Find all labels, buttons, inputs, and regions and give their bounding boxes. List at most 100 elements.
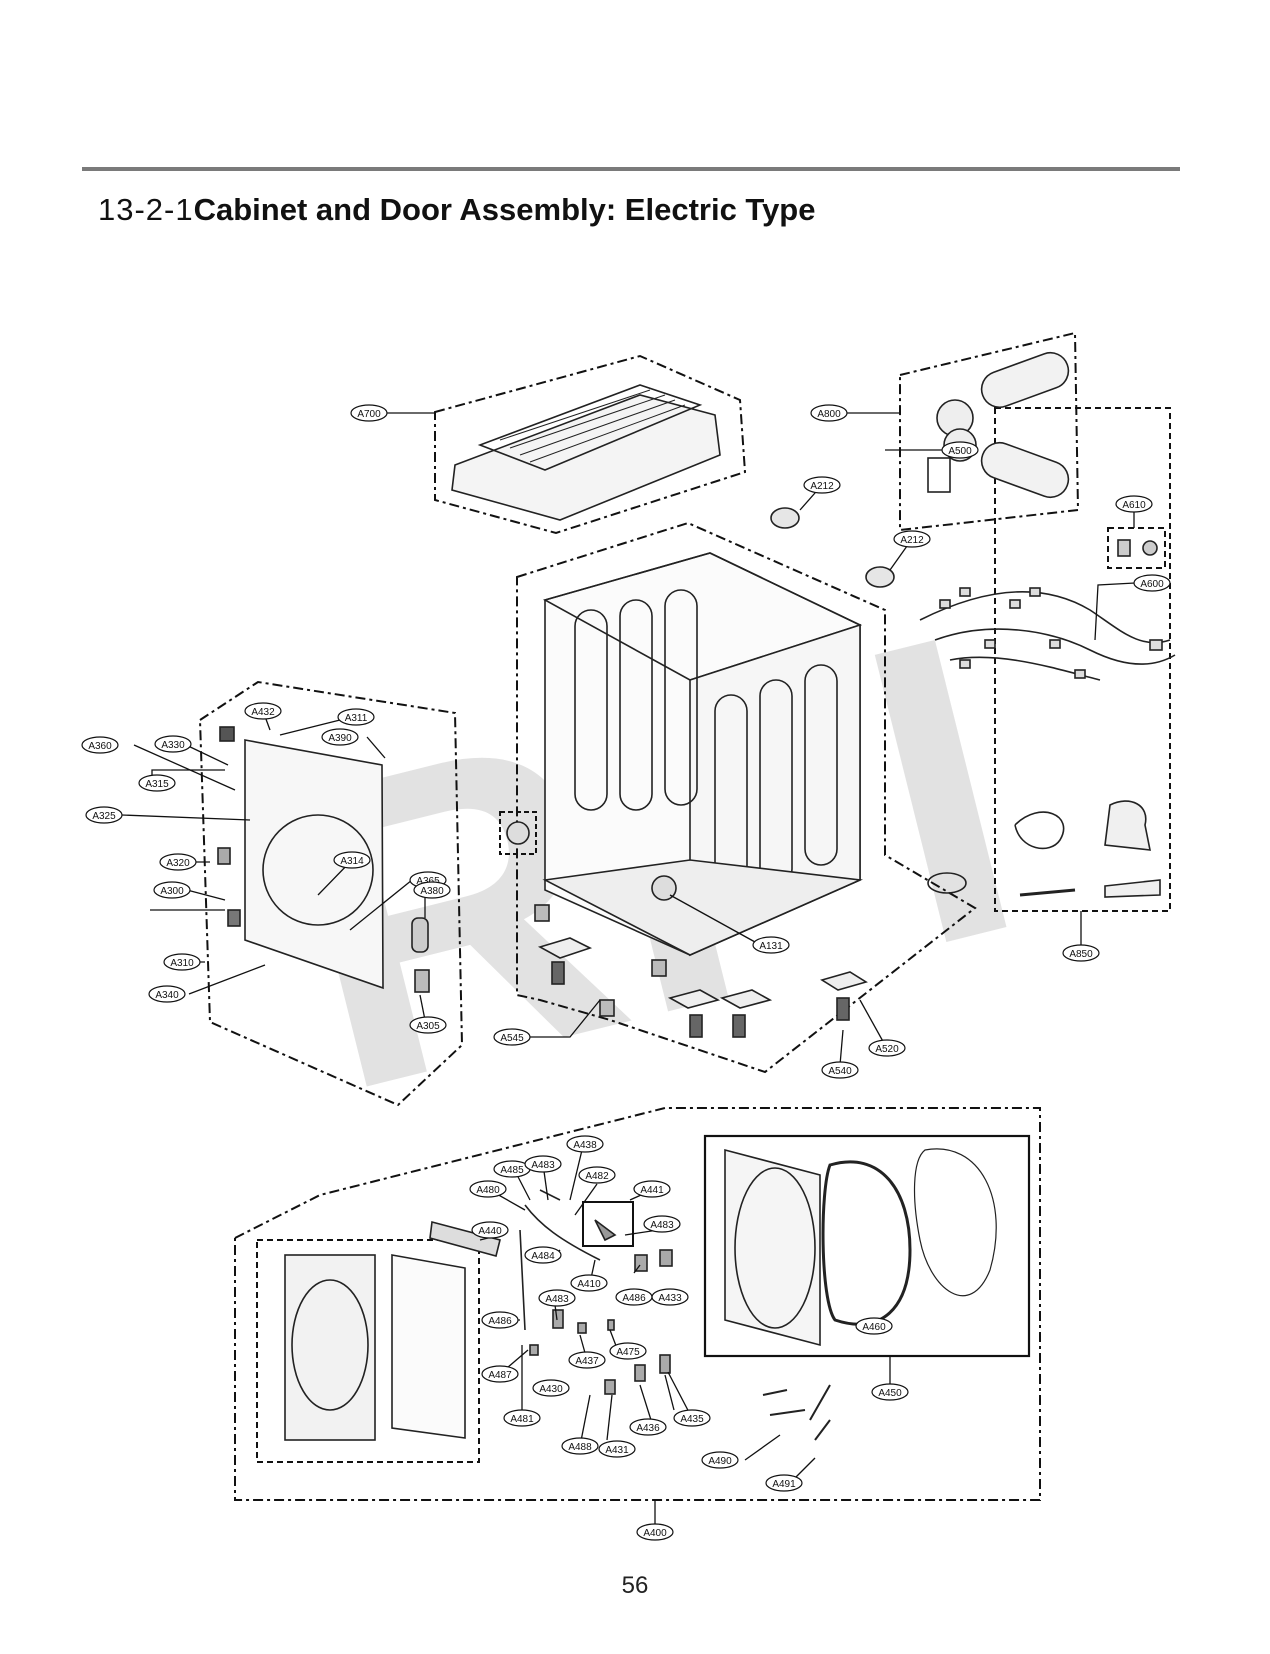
- callout-a325: A325: [85, 806, 123, 824]
- callout-a305: A305: [409, 1016, 447, 1034]
- foot-brackets: [537, 937, 868, 1009]
- callout-a491: A491: [765, 1474, 803, 1492]
- callout-a500: A500: [941, 441, 979, 459]
- motor-clip-1: [770, 507, 800, 529]
- callout-a483-low: A483: [538, 1289, 576, 1307]
- svg-text:A520: A520: [875, 1044, 899, 1055]
- svg-text:A365: A365: [416, 876, 440, 887]
- callout-a460: A460: [855, 1317, 893, 1335]
- svg-text:A440: A440: [478, 1226, 502, 1237]
- inner-door-frame: [724, 1148, 821, 1347]
- svg-text:A305: A305: [416, 1021, 440, 1032]
- svg-text:A600: A600: [1140, 579, 1164, 590]
- callout-a330: A330: [154, 735, 192, 753]
- svg-text:A330: A330: [161, 740, 185, 751]
- svg-text:A380: A380: [420, 886, 444, 897]
- svg-text:A400: A400: [643, 1528, 667, 1539]
- callout-a486-left: A486: [481, 1311, 519, 1329]
- svg-text:A540: A540: [828, 1066, 852, 1077]
- svg-text:A325: A325: [92, 811, 116, 822]
- panel-bracket: [217, 847, 231, 865]
- callout-a315: A315: [138, 774, 176, 792]
- svg-text:A545: A545: [500, 1033, 524, 1044]
- group-outline-front-panel: [198, 680, 464, 1107]
- group-outline-door: [256, 1239, 480, 1463]
- front-panel-opening: [262, 814, 374, 926]
- svg-text:A441: A441: [640, 1185, 664, 1196]
- callout-a410: A410: [570, 1274, 608, 1292]
- duct-pipe-lower: [980, 441, 1070, 499]
- door-window: [291, 1279, 369, 1411]
- svg-text:A212: A212: [900, 535, 924, 546]
- svg-text:A486: A486: [488, 1316, 512, 1327]
- cord-clamp: [1104, 800, 1151, 851]
- callout-a540: A540: [821, 1061, 859, 1079]
- svg-text:A460: A460: [862, 1322, 886, 1333]
- svg-text:A435: A435: [680, 1414, 704, 1425]
- screw-long: [1019, 888, 1076, 897]
- svg-text:A480: A480: [476, 1185, 500, 1196]
- svg-text:A131: A131: [759, 941, 783, 952]
- door-small-parts: [529, 1249, 673, 1395]
- section-title: Cabinet and Door Assembly: Electric Type: [193, 192, 816, 227]
- harness-connectors: [939, 587, 1163, 679]
- callout-a320: A320: [159, 853, 197, 871]
- svg-text:A340: A340: [155, 990, 179, 1001]
- svg-text:A437: A437: [575, 1356, 599, 1367]
- svg-text:A212: A212: [810, 481, 834, 492]
- callout-a380: A380: [413, 881, 451, 899]
- svg-text:A450: A450: [878, 1388, 902, 1399]
- svg-text:A314: A314: [340, 856, 364, 867]
- inner-door-glass: [734, 1167, 816, 1329]
- svg-text:A360: A360: [88, 741, 112, 752]
- group-outline-a400: [234, 1107, 1041, 1501]
- strain-relief-cord: [1014, 811, 1065, 850]
- callout-a483-mid: A483: [643, 1215, 681, 1233]
- screw-part: [1142, 540, 1158, 556]
- svg-text:A484: A484: [531, 1251, 555, 1262]
- svg-text:A483: A483: [545, 1294, 569, 1305]
- page-title: 13-2-1Cabinet and Door Assembly: Electri…: [98, 192, 816, 228]
- svg-text:A610: A610: [1122, 500, 1146, 511]
- top-cover-part: [451, 394, 721, 521]
- panel-latch: [227, 909, 241, 927]
- callout-a433-right: A433: [651, 1288, 689, 1306]
- callout-a435: A435: [673, 1409, 711, 1427]
- callout-a482: A482: [578, 1166, 616, 1184]
- top-cover-grille: [477, 384, 703, 471]
- bushing-part: [506, 821, 530, 845]
- callout-a431: A431: [598, 1440, 636, 1458]
- gasket-ring: [927, 872, 967, 894]
- svg-text:A431: A431: [605, 1445, 629, 1456]
- callout-a545: A545: [493, 1028, 531, 1046]
- group-outline-a441: [582, 1201, 634, 1247]
- svg-text:A433: A433: [658, 1293, 682, 1304]
- group-outline-a610: [1107, 527, 1166, 569]
- callout-a300: A300: [153, 881, 191, 899]
- svg-text:A310: A310: [170, 958, 194, 969]
- callout-a400: A400: [636, 1523, 674, 1541]
- svg-text:A410: A410: [577, 1279, 601, 1290]
- callout-a360: A360: [81, 736, 119, 754]
- group-outline-a131-left: [499, 811, 537, 855]
- connector-part: [1117, 539, 1131, 557]
- callout-a311: A311: [337, 708, 375, 726]
- svg-text:A436: A436: [636, 1423, 660, 1434]
- svg-text:A483: A483: [650, 1220, 674, 1231]
- group-outline-cabinet: [516, 521, 977, 1074]
- callout-a700: A700: [350, 404, 388, 422]
- callout-a436: A436: [629, 1418, 667, 1436]
- section-number: 13-2-1: [98, 192, 194, 227]
- page-number: 56: [621, 1572, 649, 1599]
- anchor-part: [1104, 879, 1161, 898]
- svg-text:A300: A300: [160, 886, 184, 897]
- door-liner: [913, 1148, 997, 1297]
- callout-a390: A390: [321, 728, 359, 746]
- callout-a314: A314: [333, 851, 371, 869]
- svg-text:A311: A311: [345, 713, 368, 724]
- callout-a483-top: A483: [524, 1155, 562, 1173]
- svg-text:A390: A390: [328, 733, 352, 744]
- leveling-feet: [551, 961, 850, 1038]
- svg-text:A487: A487: [488, 1370, 512, 1381]
